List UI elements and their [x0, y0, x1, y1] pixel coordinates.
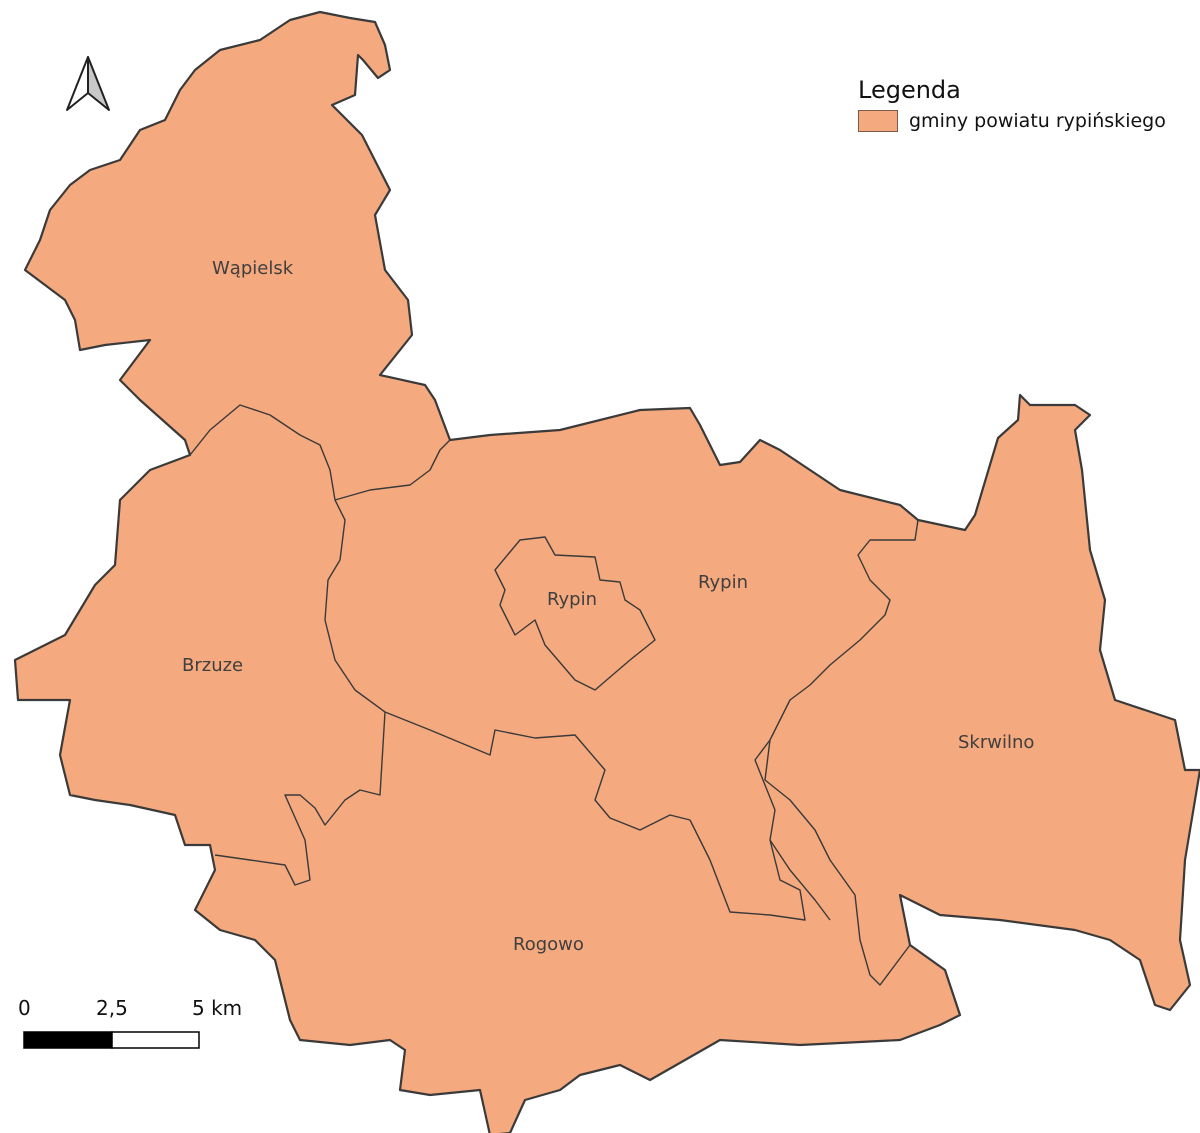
scale-label-5km: 5 km: [192, 996, 242, 1020]
legend-title: Legenda: [858, 76, 961, 104]
border-rogowo-skrwilno: [764, 739, 911, 986]
border-wapielsk-brzuze: [189, 404, 346, 561]
county-outline: [13, 10, 1200, 1133]
label-skrwilno: Skrwilno: [958, 732, 1034, 753]
scale-bar-white-segment: [111, 1031, 200, 1049]
legend: Legenda gminy powiatu rypińskiego: [858, 76, 1166, 132]
scale-label-0: 0: [18, 996, 31, 1020]
label-brzuze: Brzuze: [182, 655, 243, 676]
border-rypin-rogowo: [384, 519, 919, 921]
legend-item-label: gminy powiatu rypińskiego: [909, 110, 1166, 132]
legend-item: gminy powiatu rypińskiego: [858, 110, 1166, 132]
scale-label-2-5: 2,5: [96, 996, 128, 1020]
border-lake-notch: [769, 839, 831, 921]
label-rogowo: Rogowo: [513, 934, 584, 955]
label-rypin-gmina: Rypin: [698, 572, 748, 593]
scale-bar-black-segment: [23, 1031, 113, 1049]
border-brzuze-rypin: [324, 559, 386, 713]
scale-bar: 0 2,5 5 km: [18, 996, 242, 1049]
legend-swatch: [858, 110, 898, 132]
label-wapielsk: Wąpielsk: [212, 258, 294, 279]
border-rypin-city: [494, 536, 656, 691]
border-wapielsk-rypin: [334, 439, 451, 501]
north-arrow-icon: [66, 56, 110, 111]
border-brzuze-rogowo: [214, 711, 386, 886]
label-rypin-miasto: Rypin: [547, 589, 597, 610]
